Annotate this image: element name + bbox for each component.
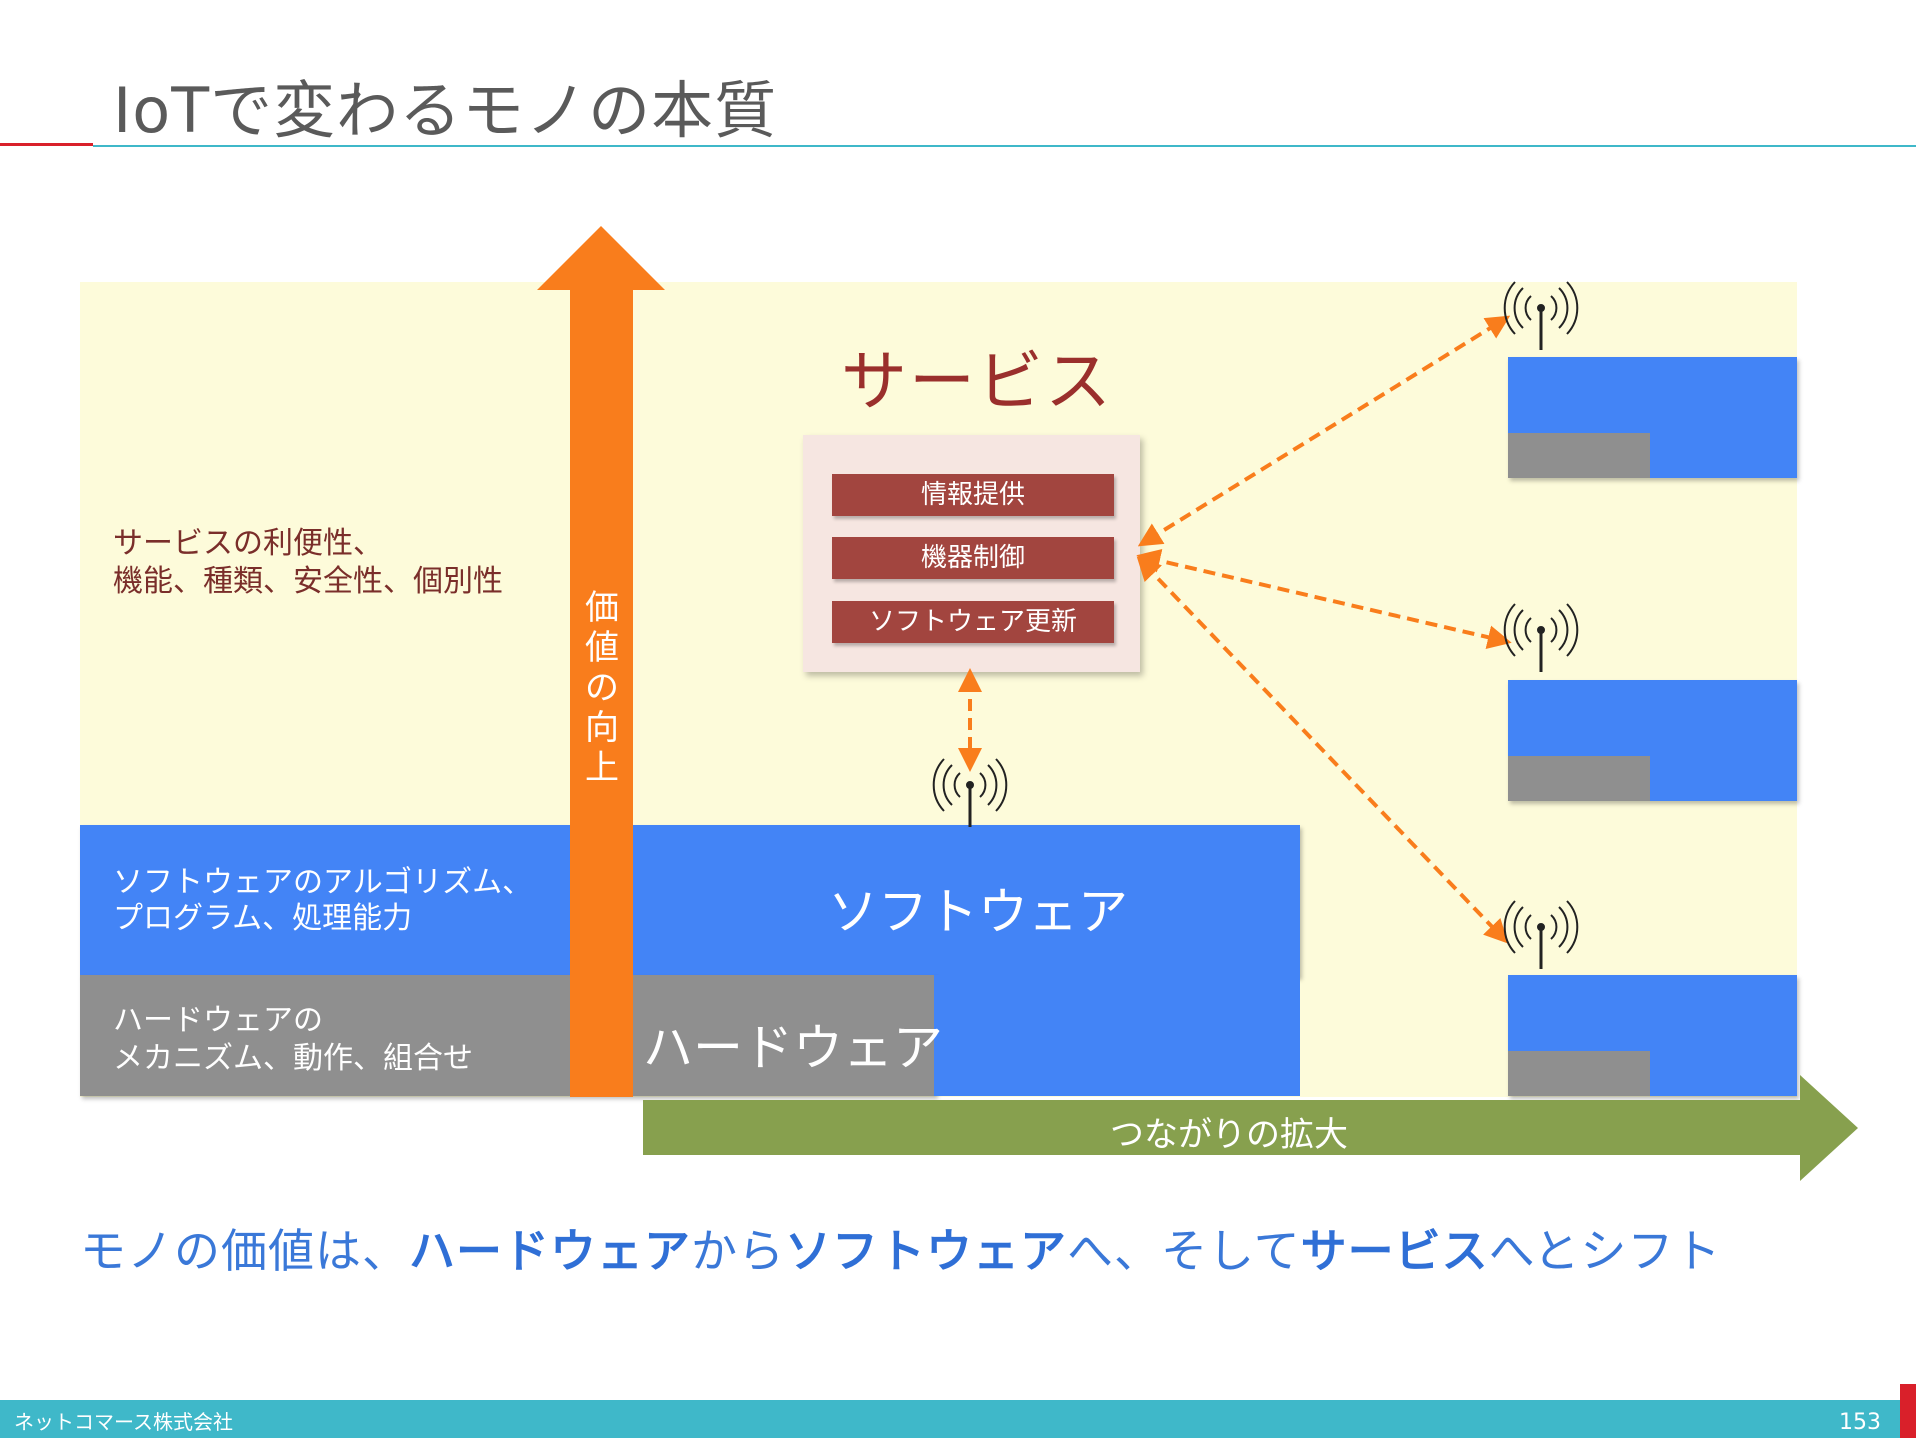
- title-rule-teal: [93, 145, 1916, 147]
- summary-bold-software: ソフトウェア: [785, 1224, 1067, 1278]
- service-item-update: ソフトウェア更新: [832, 601, 1114, 643]
- software-label-line1: ソフトウェアのアルゴリズム、: [113, 865, 533, 900]
- title-rule-red: [0, 143, 93, 146]
- software-layer-title: ソフトウェア: [828, 883, 1128, 941]
- page-title: IoTで変わるモノの本質: [113, 74, 778, 147]
- device-1-hardware: [1508, 433, 1650, 478]
- software-layer-band-lower: [934, 975, 1300, 1096]
- software-layer-band: [80, 825, 1300, 977]
- service-layer-title: サービス: [841, 343, 1113, 420]
- connector-service-to-device-1: [1137, 315, 1511, 547]
- summary-part-4: へとシフト: [1488, 1224, 1722, 1278]
- footer-bar: [0, 1400, 1900, 1438]
- service-item-control: 機器制御: [832, 537, 1114, 579]
- antenna-icon: [932, 758, 1008, 827]
- summary-bold-hardware: ハードウェア: [409, 1224, 691, 1278]
- antenna-icon: [1503, 603, 1579, 672]
- value-axis-label: 価値の向上: [585, 588, 619, 788]
- hardware-layer-band: [80, 975, 936, 1096]
- footer-company: ネットコマース株式会社: [14, 1410, 233, 1434]
- service-item-info: 情報提供: [832, 474, 1114, 516]
- footer-accent: [1900, 1384, 1916, 1438]
- antenna-icon: [1503, 281, 1579, 350]
- page-number: 153: [1839, 1410, 1881, 1435]
- connection-arrow: [643, 1075, 1858, 1181]
- summary-part-3: へ、そして: [1067, 1224, 1301, 1278]
- summary-part-1: モノの価値は、: [80, 1224, 409, 1278]
- service-label-line1: サービスの利便性、: [113, 526, 383, 561]
- software-label-line2: プログラム、処理能力: [113, 901, 413, 936]
- summary-bold-service: サービス: [1300, 1224, 1489, 1278]
- summary-text: モノの価値は、ハードウェアからソフトウェアへ、そしてサービスへとシフト: [80, 1215, 1721, 1281]
- hardware-label-line1: ハードウェアの: [113, 1003, 323, 1038]
- device-2-hardware: [1508, 756, 1650, 801]
- value-arrow: [537, 226, 665, 1097]
- summary-part-2: から: [691, 1224, 785, 1278]
- device-3-hardware: [1508, 1051, 1650, 1096]
- hardware-label-line2: メカニズム、動作、組合せ: [113, 1041, 473, 1076]
- antenna-icon: [1503, 900, 1579, 969]
- connection-axis-label: つながりの拡大: [1110, 1115, 1348, 1155]
- hardware-layer-title: ハードウェア: [643, 1019, 943, 1077]
- connector-service-to-device-3: [1136, 556, 1509, 944]
- connector-service-to-device-2: [1136, 549, 1512, 649]
- service-label-line2: 機能、種類、安全性、個別性: [113, 564, 503, 599]
